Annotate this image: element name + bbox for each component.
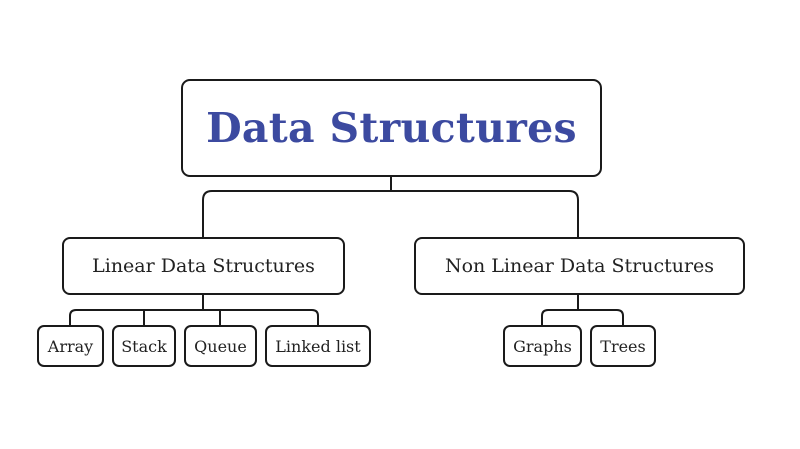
leaf-node-graphs: Graphs (503, 325, 582, 367)
leaf-node-queue: Queue (184, 325, 257, 367)
leaf-label: Graphs (513, 336, 572, 356)
category-linear-data-structures: Linear Data Structures (62, 237, 345, 295)
leaf-node-linked-list: Linked list (265, 325, 371, 367)
category-label: Non Linear Data Structures (444, 255, 715, 277)
connector-linear-branch (69, 309, 319, 326)
root-node-data-structures: Data Structures (181, 79, 602, 177)
connector-root-branch (202, 190, 579, 238)
category-label: Linear Data Structures (92, 255, 315, 277)
leaf-label: Linked list (275, 336, 361, 356)
connector-nonlinear-branch (541, 309, 624, 326)
leaf-node-trees: Trees (590, 325, 656, 367)
root-label: Data Structures (206, 104, 577, 152)
leaf-label: Array (47, 336, 94, 356)
category-non-linear-data-structures: Non Linear Data Structures (414, 237, 745, 295)
leaf-node-array: Array (37, 325, 104, 367)
leaf-label: Trees (600, 336, 646, 356)
leaf-label: Stack (121, 336, 167, 356)
leaf-node-stack: Stack (112, 325, 176, 367)
leaf-label: Queue (194, 336, 247, 356)
